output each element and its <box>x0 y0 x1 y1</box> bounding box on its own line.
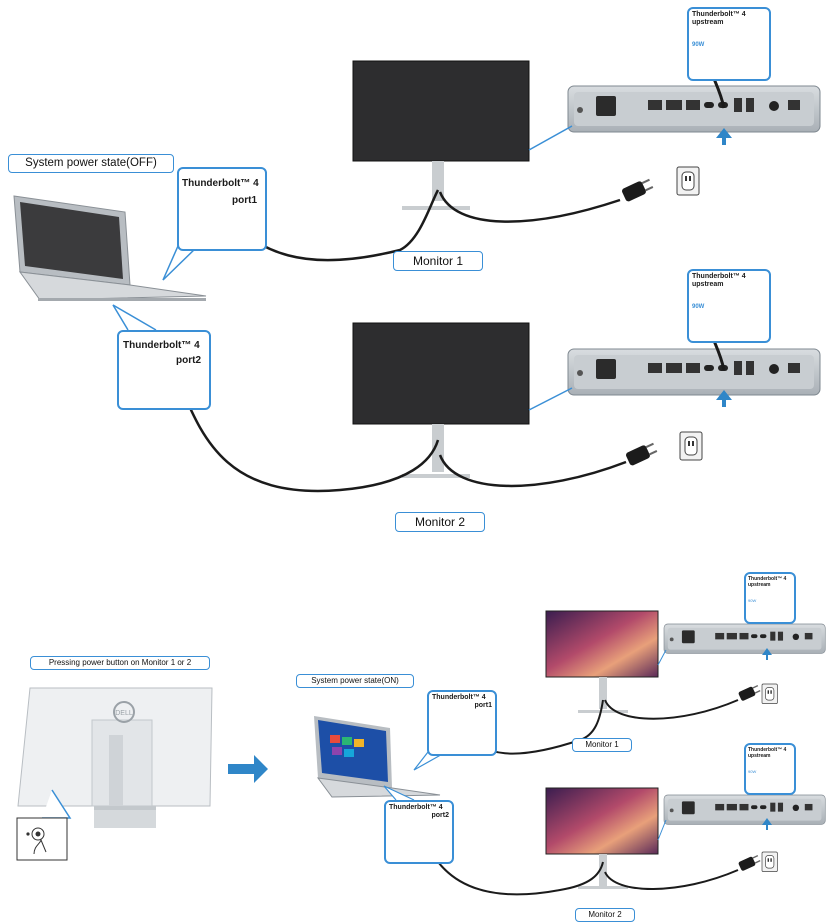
port-panel-icon <box>567 348 821 396</box>
monitor-1-on-label: Monitor 1 <box>572 738 632 752</box>
thunderbolt-label: Thunderbolt™ 4 <box>748 576 787 582</box>
thunderbolt-label: Thunderbolt™ 4 <box>389 804 443 811</box>
monitor-rear-view: DELL <box>17 687 213 828</box>
laptop-on-icon <box>314 716 441 798</box>
svg-text:DELL: DELL <box>115 710 133 717</box>
port1-label: port1 <box>474 702 493 709</box>
port2-label: port2 <box>176 355 201 366</box>
monitor-2-off <box>352 322 530 478</box>
dell-logo-icon <box>113 701 135 723</box>
upstream-label: upstream <box>692 19 724 26</box>
monitor-2-on-label: Monitor 2 <box>575 908 635 922</box>
port-panel-icon <box>663 794 826 825</box>
power-watt-label: 90W <box>692 42 705 48</box>
monitor-2-label: Monitor 2 <box>395 512 485 532</box>
thunderbolt-port2-callout-on: Thunderbolt™ 4 port2 <box>384 800 454 864</box>
upstream-label: upstream <box>748 753 771 759</box>
power-plug-icon <box>625 440 659 467</box>
thunderbolt-label: Thunderbolt™ 4 <box>692 273 746 280</box>
arrow-right-icon <box>228 755 268 783</box>
thunderbolt-label: Thunderbolt™ 4 <box>432 694 486 701</box>
port-panel-icon <box>663 623 826 654</box>
power-button-hand-icon <box>16 817 68 861</box>
port-panel-icon <box>567 85 821 133</box>
thunderbolt-port1-callout-on: Thunderbolt™ 4 port1 <box>427 690 497 756</box>
monitor-1-on <box>545 610 659 713</box>
port2-label: port2 <box>431 812 450 819</box>
wall-outlet-icon <box>679 431 703 461</box>
power-watt-label: 90W <box>748 769 757 774</box>
monitor-1-label: Monitor 1 <box>393 251 483 271</box>
port1-label: port1 <box>232 195 257 206</box>
thunderbolt-label: Thunderbolt™ 4 <box>748 747 787 753</box>
arrow-up-icon <box>716 128 732 145</box>
thunderbolt-port1-callout: Thunderbolt™ 4 port1 <box>177 167 267 251</box>
power-watt-label: 90W <box>748 598 757 603</box>
monitor-2-on <box>545 787 659 889</box>
wall-outlet-icon <box>676 166 700 196</box>
system-power-state-on-label: System power state(ON) <box>296 674 414 688</box>
upstream-callout-on-2: Thunderbolt™ 4 upstream 90W <box>744 743 796 795</box>
press-power-button-label: Pressing power button on Monitor 1 or 2 <box>30 656 210 670</box>
upstream-callout-2: Thunderbolt™ 4 upstream 90W <box>687 269 771 343</box>
laptop-off-icon <box>13 195 207 301</box>
monitor-1-off <box>352 60 530 210</box>
upstream-callout-1: Thunderbolt™ 4 upstream 90W <box>687 7 771 81</box>
thunderbolt-port2-callout: Thunderbolt™ 4 port2 <box>117 330 211 410</box>
power-watt-label: 90W <box>692 304 705 310</box>
upstream-callout-on-1: Thunderbolt™ 4 upstream 90W <box>744 572 796 624</box>
upstream-label: upstream <box>692 281 724 288</box>
power-plug-icon <box>621 176 655 203</box>
system-power-state-off-label: System power state(OFF) <box>8 154 174 173</box>
thunderbolt-label: Thunderbolt™ 4 <box>123 340 200 351</box>
arrow-up-icon <box>716 390 732 407</box>
thunderbolt-label: Thunderbolt™ 4 <box>182 178 259 189</box>
thunderbolt-label: Thunderbolt™ 4 <box>692 11 746 18</box>
upstream-label: upstream <box>748 582 771 588</box>
